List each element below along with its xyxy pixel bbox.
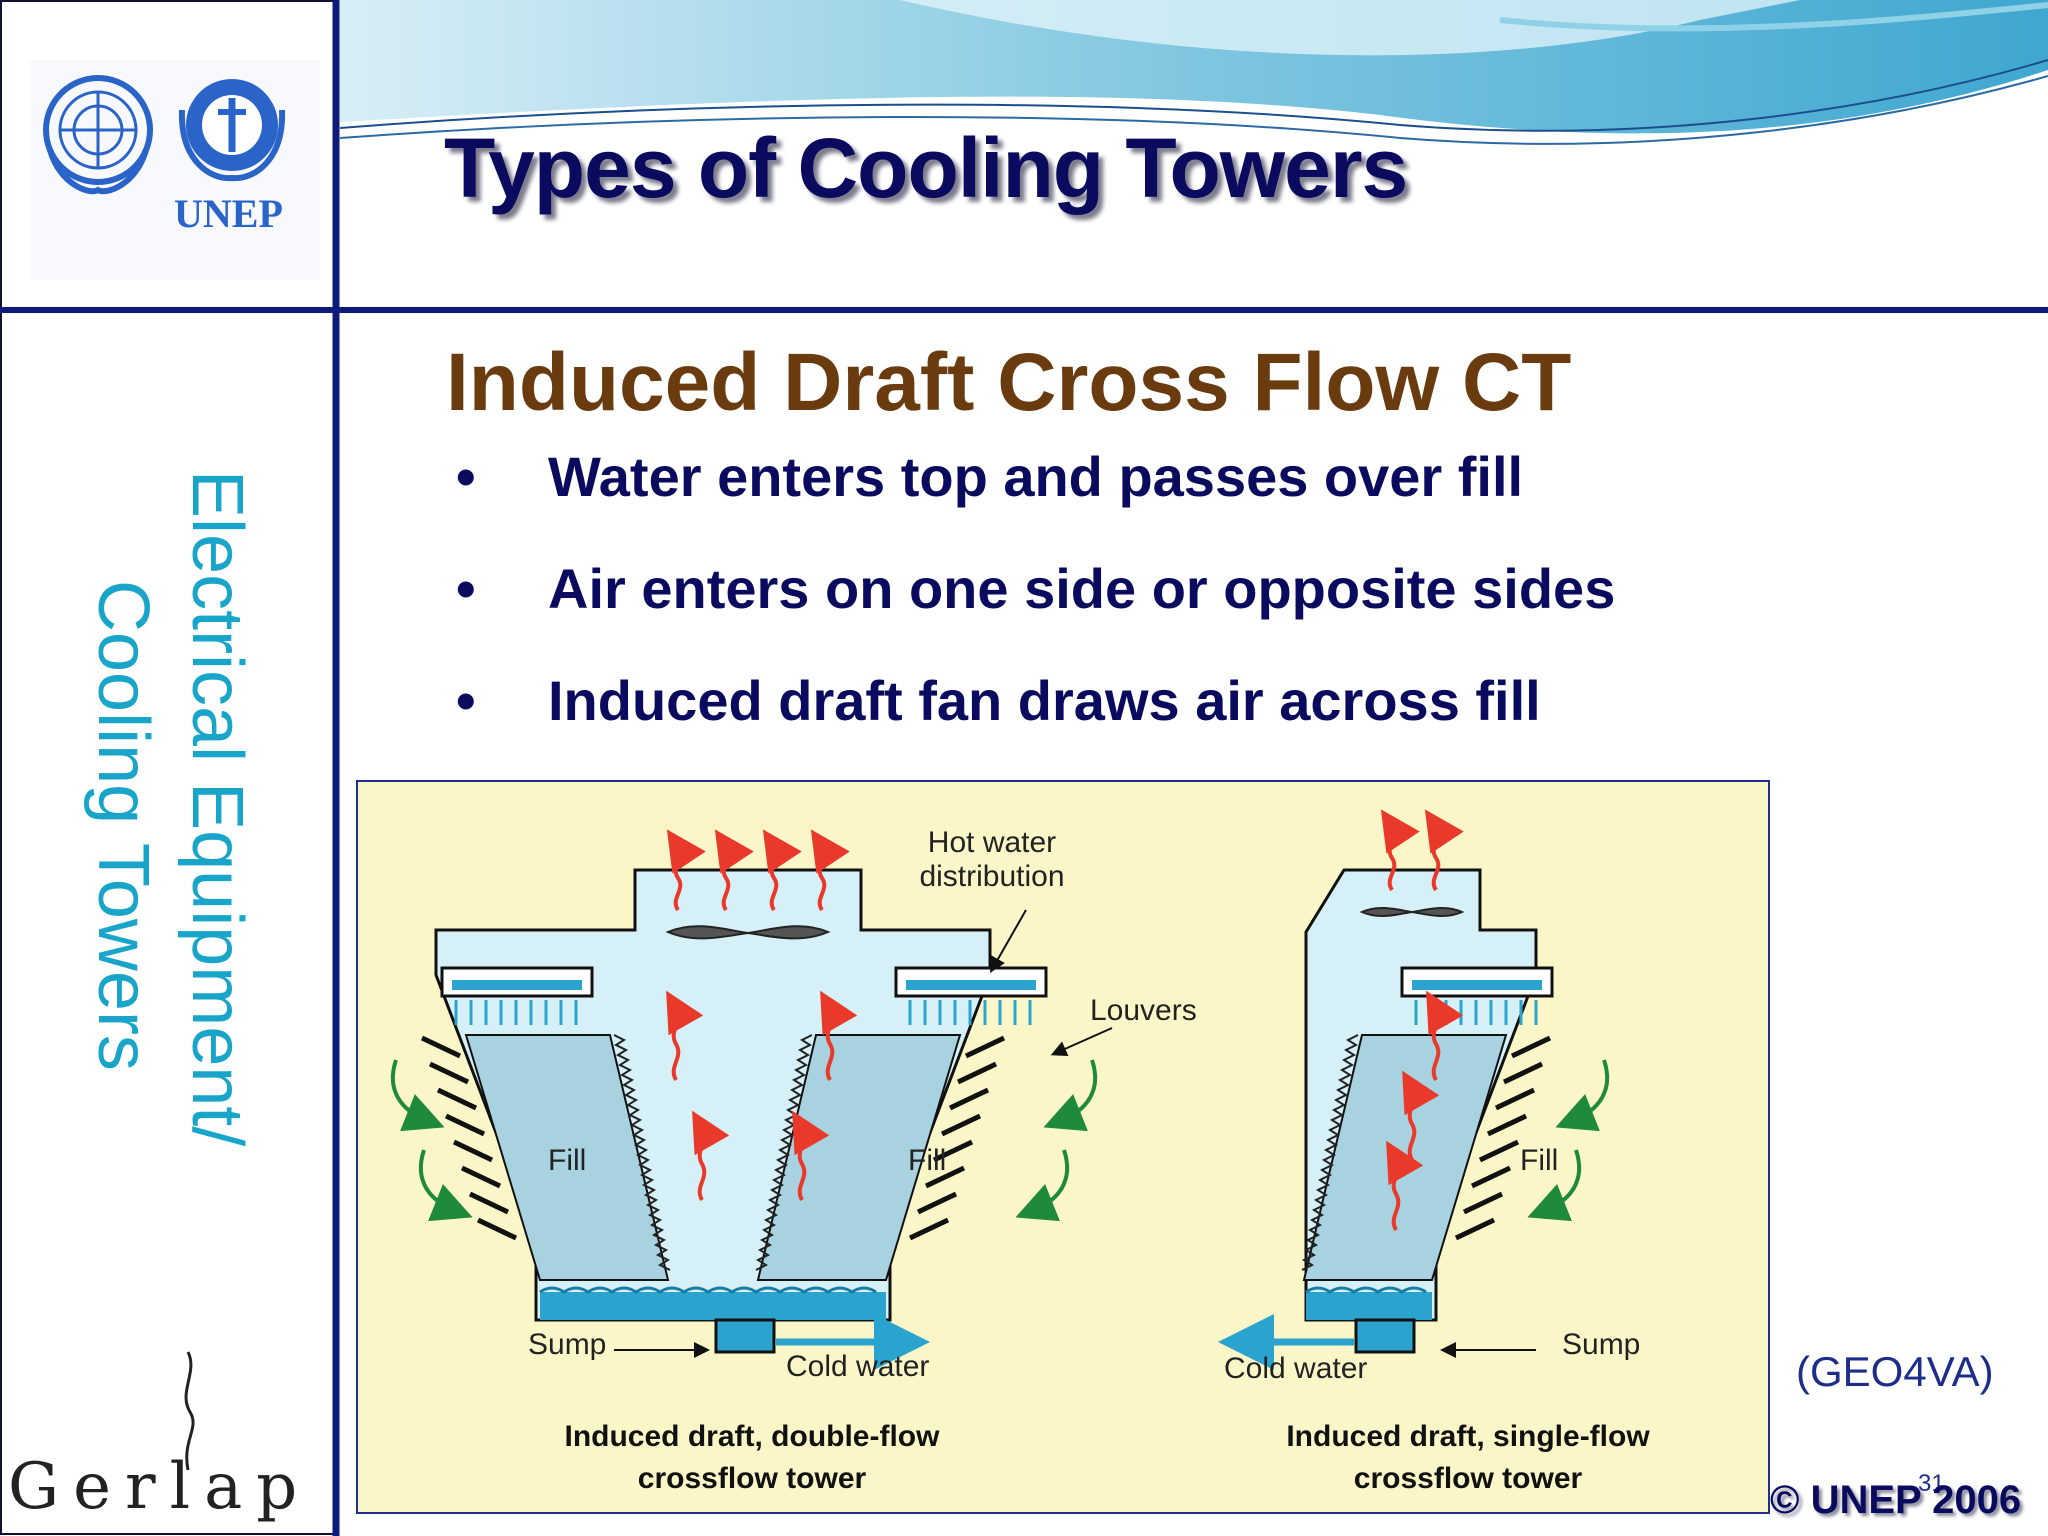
source-citation: (GEO4VA)	[1796, 1348, 1994, 1395]
double-flow-tower	[390, 829, 1113, 1370]
gerlap-logo: Gerlap	[8, 1450, 312, 1524]
sump-label: Sump	[1562, 1328, 1640, 1361]
fill-label: Fill	[908, 1144, 946, 1177]
fill-label: Fill	[1520, 1144, 1558, 1177]
copyright-notice: © UNEP 2006	[1770, 1478, 2022, 1522]
slide-subtitle: Induced Draft Cross Flow CT	[446, 337, 1572, 428]
bullet-item: •Induced draft fan draws air across fill	[456, 669, 1541, 732]
bullet-text: Water enters top and passes over fill	[548, 445, 1524, 508]
single-flow-caption-line1: Induced draft, single-flow	[1286, 1420, 1650, 1453]
single-flow-tower	[1218, 809, 1610, 1370]
un-emblem-icon	[30, 60, 320, 280]
single-flow-caption-line2: crossflow tower	[1354, 1462, 1583, 1495]
sidebar-title-line1: Electrical Equipment/	[177, 470, 257, 1147]
sidebar-title-line2: Cooling Towers	[83, 580, 163, 1071]
bullet-item: •Air enters on one side or opposite side…	[456, 557, 1616, 620]
bullet-text: Induced draft fan draws air across fill	[548, 669, 1541, 732]
sump-label: Sump	[528, 1328, 606, 1361]
fill-label: Fill	[548, 1144, 586, 1177]
unep-logo-text: UNEP	[174, 191, 283, 236]
unep-emblem-icon	[178, 79, 286, 182]
hot-water-label-line1: Hot water	[928, 826, 1056, 859]
bullet-item: •Water enters top and passes over fill	[456, 445, 1524, 508]
cold-water-label: Cold water	[786, 1350, 929, 1383]
cold-water-label: Cold water	[1224, 1352, 1367, 1385]
double-flow-caption-line2: crossflow tower	[638, 1462, 867, 1495]
double-flow-caption-line1: Induced draft, double-flow	[565, 1420, 941, 1453]
page-title: Types of Cooling Towers	[444, 121, 1408, 215]
cooling-tower-diagram: Hot water distribution Louvers Fill Fill…	[356, 780, 1770, 1514]
page-number: 31	[1918, 1470, 1945, 1497]
header-wave	[339, 0, 2048, 145]
hot-water-label-line2: distribution	[919, 860, 1064, 893]
louvers-label: Louvers	[1090, 994, 1197, 1027]
gerlap-flame-icon	[184, 1351, 195, 1471]
bullet-text: Air enters on one side or opposite sides	[548, 557, 1616, 620]
sidebar-vertical-title: Electrical Equipment/ Cooling Towers	[0, 470, 330, 1250]
